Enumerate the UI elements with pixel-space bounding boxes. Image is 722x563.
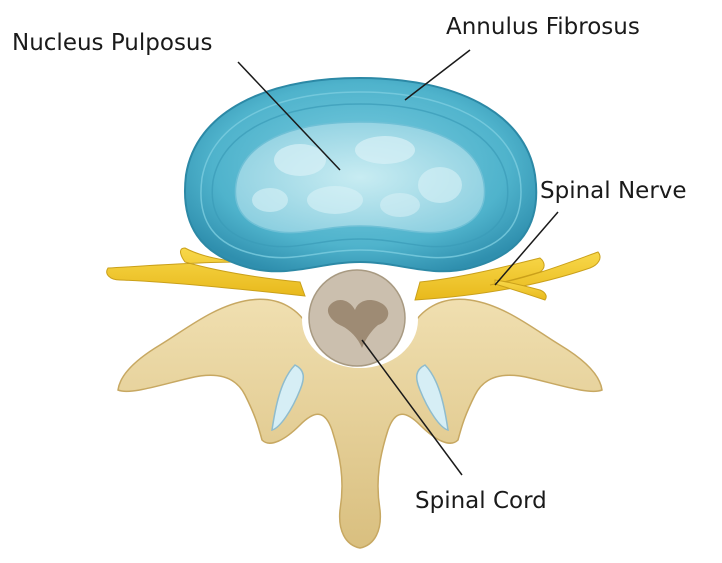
spinal-nerve-label: Spinal Nerve: [540, 178, 687, 204]
spinal-cord: [309, 270, 405, 366]
spinal-cord-label: Spinal Cord: [415, 488, 547, 514]
intervertebral-disc: [185, 78, 536, 271]
annulus-fibrosus-label: Annulus Fibrosus: [446, 14, 640, 40]
nucleus-pulposus-label: Nucleus Pulposus: [12, 30, 213, 56]
